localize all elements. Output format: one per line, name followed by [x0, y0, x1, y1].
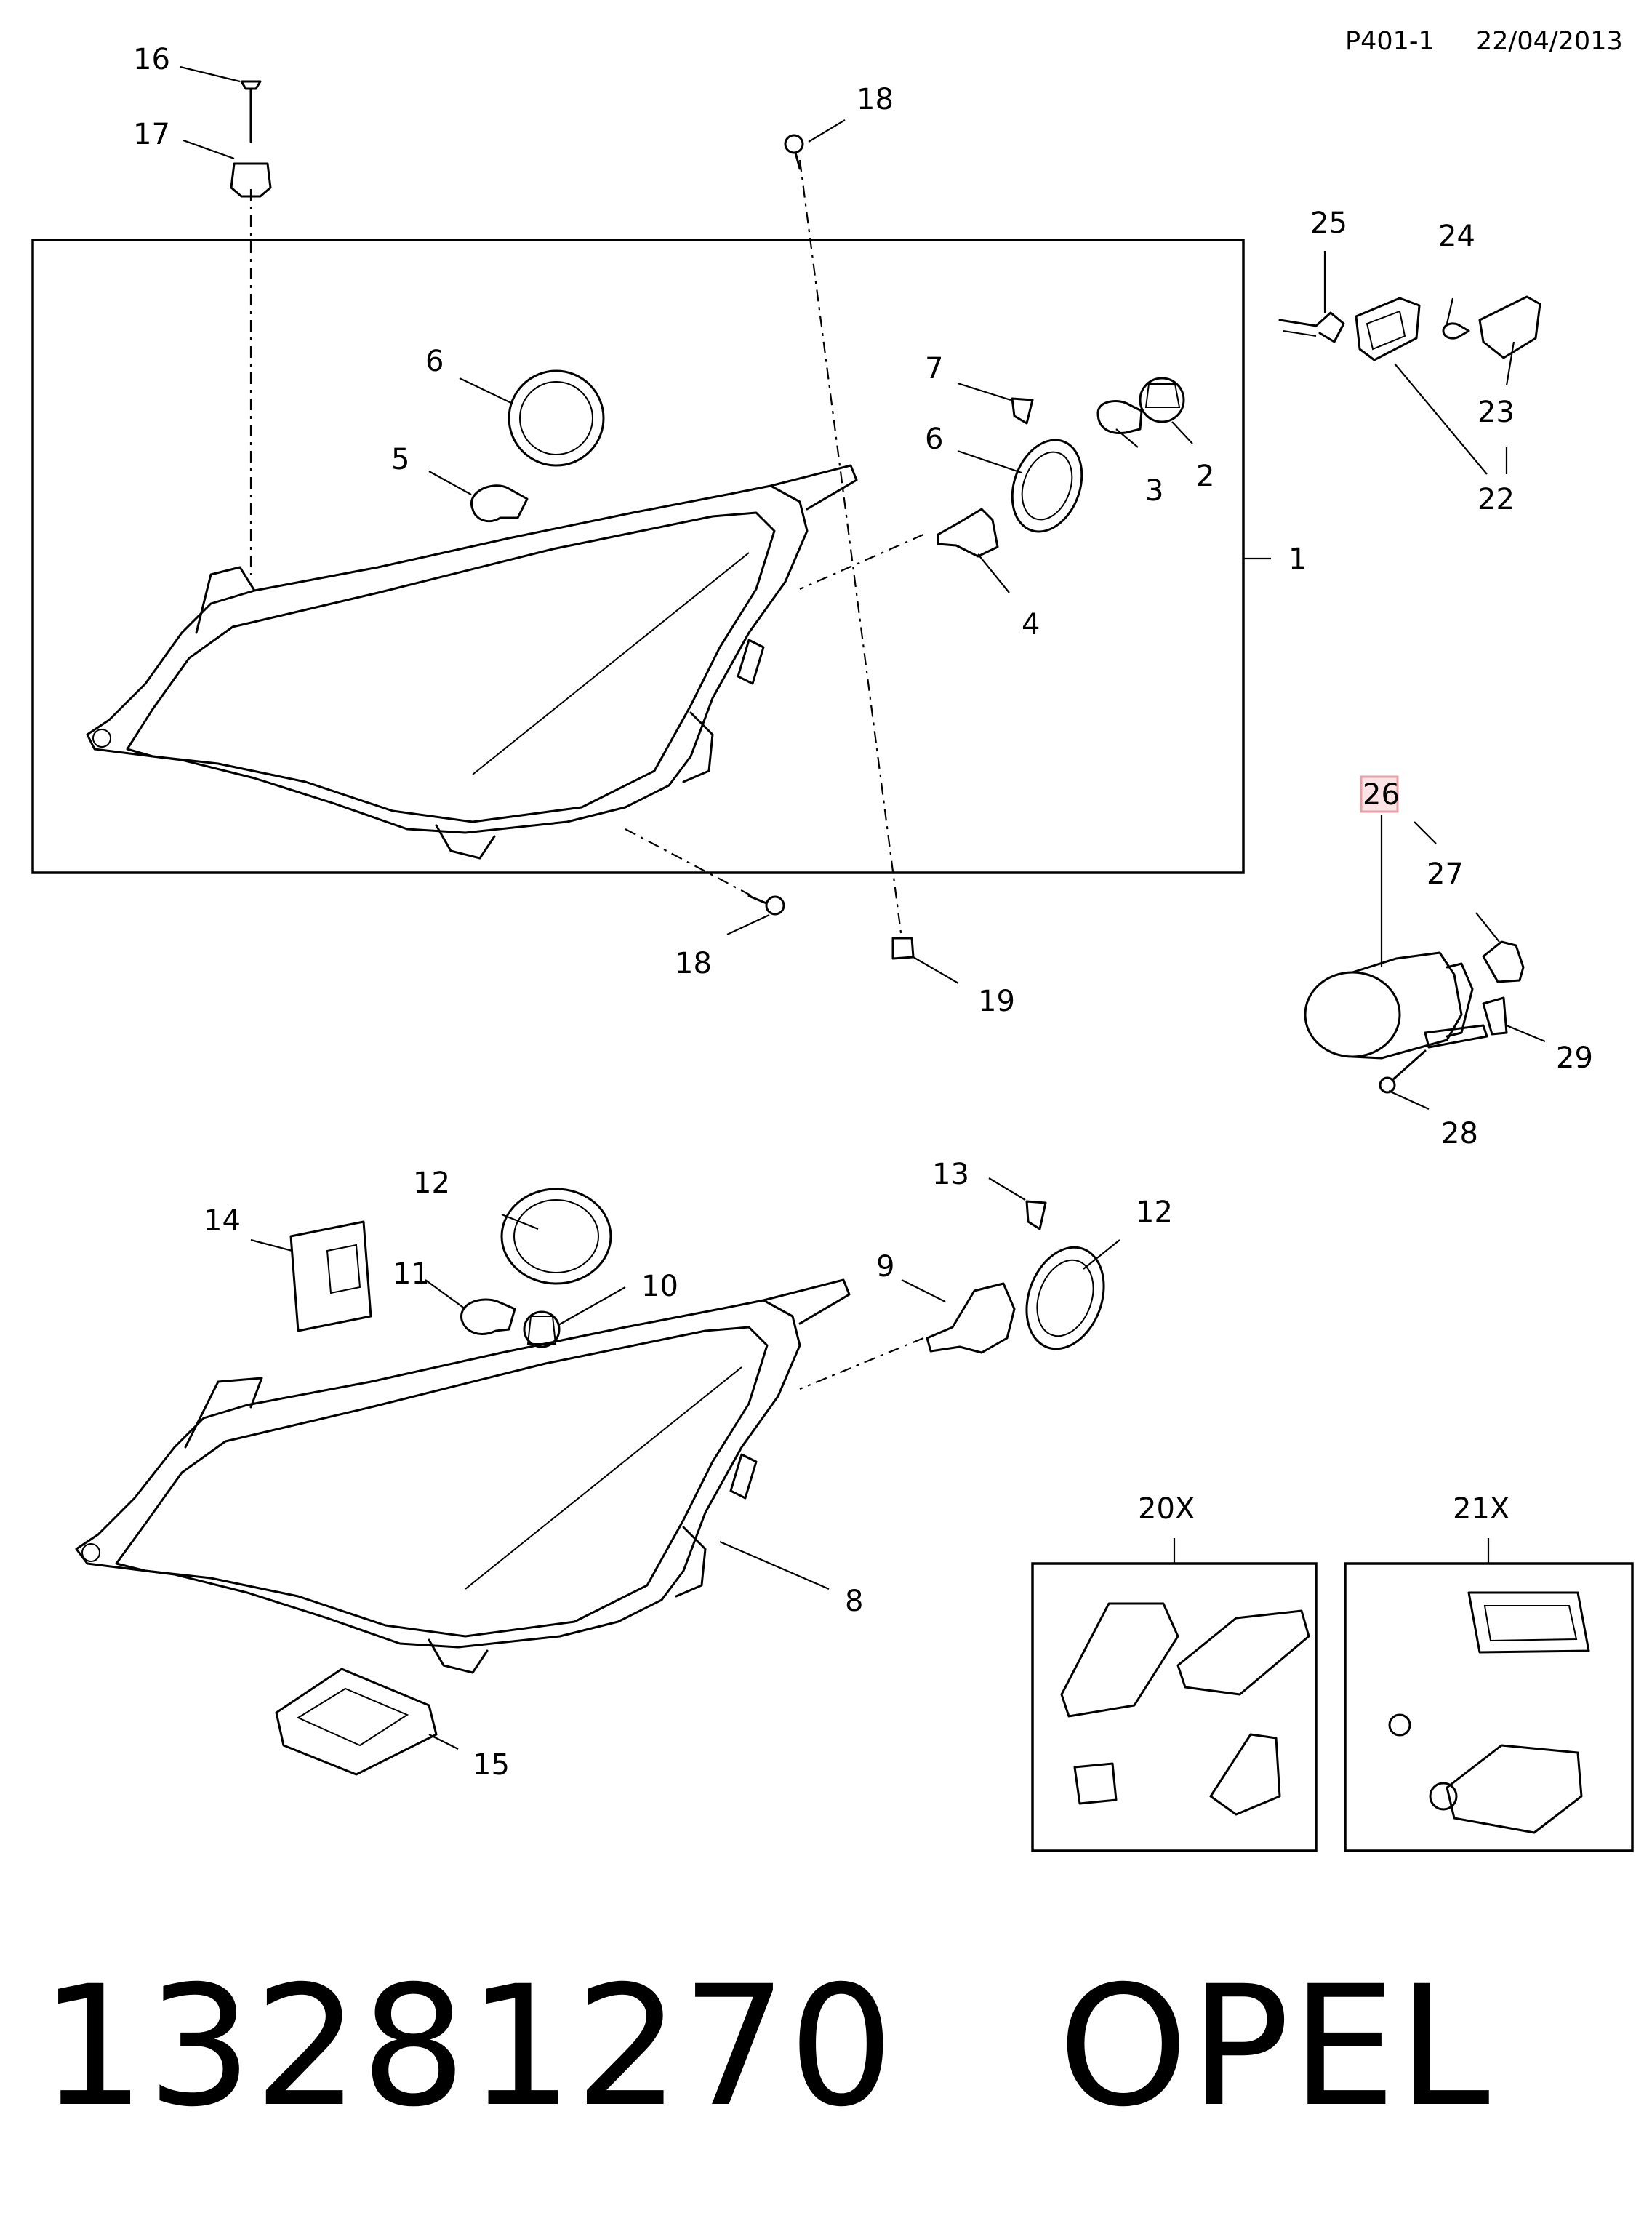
ballast-15 — [275, 1668, 438, 1776]
callout-16: 16 — [133, 43, 170, 76]
page-code: P401-1 — [1345, 27, 1435, 56]
callout-26: 26 — [1363, 778, 1400, 812]
callout-13: 13 — [932, 1158, 969, 1191]
bulb-4 — [937, 508, 999, 558]
headlamp-upper — [86, 464, 858, 860]
callout-10: 10 — [641, 1270, 678, 1303]
seal-6-upper — [508, 369, 605, 467]
callout-1: 1 — [1288, 543, 1307, 576]
callout-24: 24 — [1438, 220, 1475, 253]
callout-27: 27 — [1427, 857, 1464, 891]
callout-25: 25 — [1310, 207, 1347, 240]
headlamp-lower — [75, 1278, 851, 1674]
seal-6-right — [1011, 439, 1083, 533]
brand-name: OPEL — [1057, 1950, 1491, 2143]
kit-20x-box — [1031, 1562, 1318, 1852]
callout-29: 29 — [1556, 1041, 1593, 1075]
callout-14: 14 — [204, 1204, 241, 1238]
callout-5: 5 — [391, 443, 409, 476]
callout-2: 2 — [1196, 460, 1214, 493]
callout-6-upper: 6 — [425, 345, 444, 378]
socket-10 — [523, 1310, 561, 1348]
headlamp-assembly-frame — [31, 239, 1245, 874]
callout-28: 28 — [1441, 1117, 1478, 1150]
callout-23: 23 — [1477, 396, 1515, 429]
bulb-3 — [1096, 400, 1143, 435]
screw-18-top — [784, 134, 804, 170]
callout-15: 15 — [473, 1748, 510, 1782]
callout-12-upper: 12 — [413, 1166, 450, 1200]
bracket-29 — [1482, 996, 1508, 1036]
kit-21x-box — [1344, 1562, 1634, 1852]
bulb-5 — [470, 484, 529, 523]
callout-8: 8 — [845, 1585, 863, 1618]
screw-18-bottom — [747, 895, 785, 916]
callout-4: 4 — [1022, 608, 1040, 641]
lens-23 — [1478, 295, 1541, 359]
clip-7 — [1011, 397, 1034, 425]
callout-26-highlight — [1360, 775, 1399, 813]
callout-18-bottom: 18 — [675, 947, 712, 980]
callout-9: 9 — [876, 1250, 894, 1284]
screw-28 — [1379, 1049, 1427, 1094]
callout-11: 11 — [393, 1257, 430, 1291]
callout-22: 22 — [1477, 483, 1515, 516]
clip-13 — [1025, 1200, 1047, 1230]
screw-16 — [240, 80, 262, 143]
wire-socket-25 — [1278, 311, 1345, 343]
bulb-11 — [460, 1298, 516, 1335]
footer-title: 13281270 OPEL — [40, 1964, 1491, 2129]
xenon-bulb-9 — [926, 1282, 1016, 1354]
callout-3: 3 — [1145, 474, 1163, 508]
bulb-27 — [1482, 940, 1525, 983]
seal-12-right — [1025, 1246, 1105, 1350]
adjuster-kit-21x — [1388, 1591, 1590, 1834]
callout-17: 17 — [133, 118, 170, 151]
callout-7: 7 — [925, 352, 943, 385]
part-number: 13281270 — [40, 1950, 896, 2143]
socket-2 — [1139, 377, 1185, 423]
ballast-14 — [289, 1220, 372, 1332]
callout-21x: 21X — [1453, 1492, 1509, 1526]
repair-brackets-20x — [1060, 1602, 1310, 1816]
seal-12-upper — [500, 1188, 612, 1285]
clip-17 — [230, 162, 272, 198]
callout-12-right: 12 — [1136, 1196, 1173, 1229]
callout-6-right: 6 — [925, 423, 943, 456]
callout-19: 19 — [978, 985, 1015, 1018]
page-date: 22/04/2013 — [1476, 27, 1623, 56]
bulb-24 — [1442, 322, 1470, 340]
nut-19 — [891, 937, 915, 960]
callout-20x: 20X — [1138, 1492, 1195, 1526]
callout-18-top: 18 — [857, 83, 894, 116]
side-marker-22 — [1355, 297, 1421, 361]
fog-lamp-26 — [1304, 951, 1488, 1060]
